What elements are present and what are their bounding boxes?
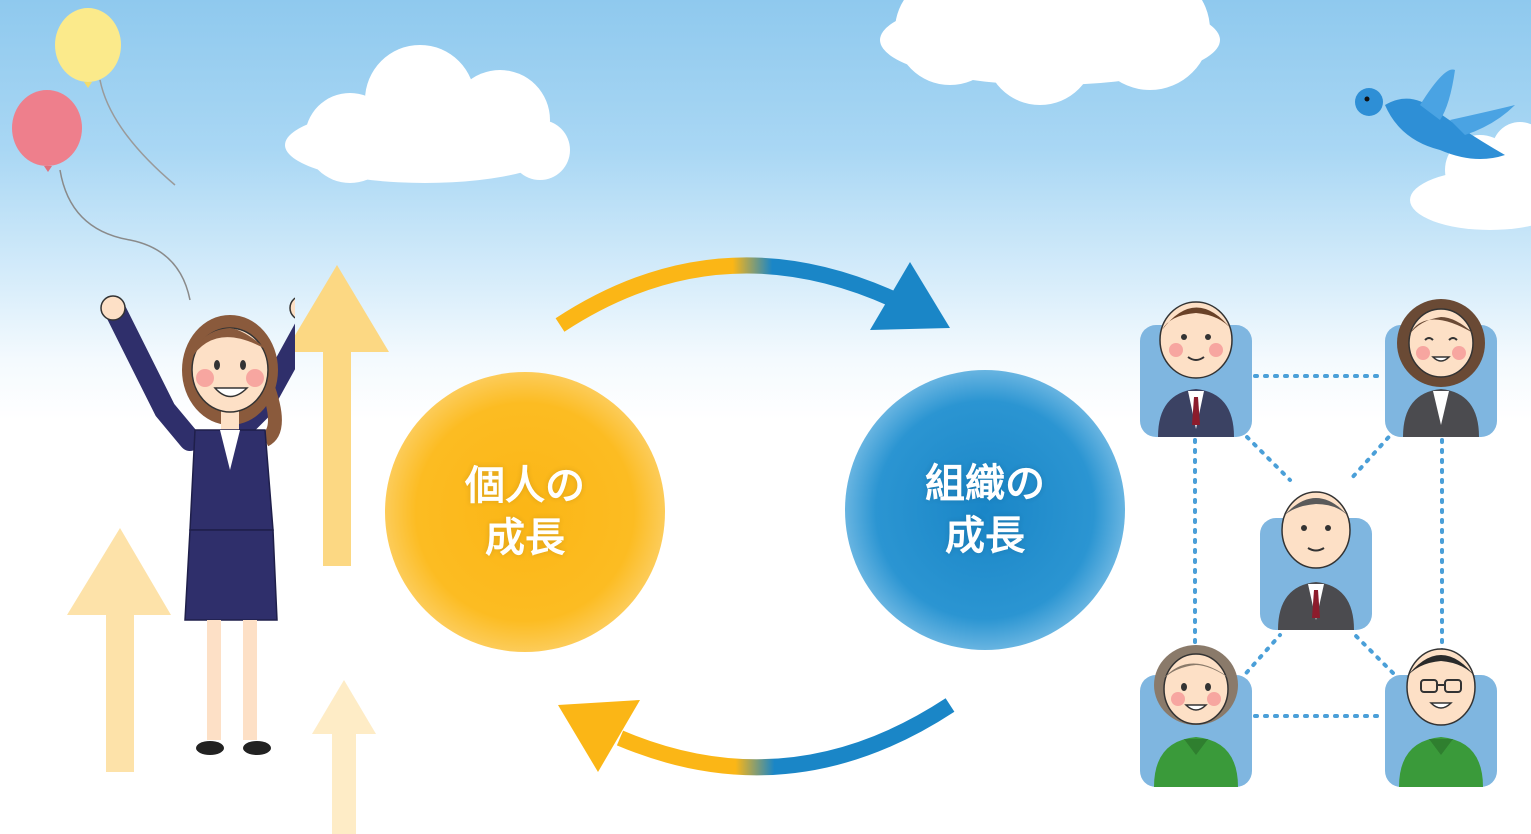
organization-growth-circle: 組織の 成長: [845, 370, 1125, 650]
fist-icon: [100, 295, 126, 321]
shoe-icon: [243, 741, 271, 755]
growth-arrow-icon: [67, 528, 171, 772]
growth-arrow-icon: [312, 680, 376, 834]
shoe-icon: [196, 741, 224, 755]
personal-growth-circle: 個人の 成長: [385, 372, 665, 652]
growth-arrow-icon: [285, 265, 389, 566]
balloons: [12, 8, 191, 301]
yellow-balloon-icon: [55, 8, 121, 82]
team-member-avatar: [1140, 301, 1252, 437]
growth-arrows: [67, 265, 389, 834]
arrow-to-organization: [555, 257, 899, 332]
arrow-to-personal: [616, 698, 955, 776]
personal-growth-line2: 成長: [485, 515, 565, 561]
team-member-avatar: [1385, 299, 1497, 437]
team-network: [1140, 299, 1497, 787]
bluebird-icon: [1355, 69, 1515, 159]
organization-growth-line1: 組織の: [925, 461, 1045, 507]
personal-growth-line1: 個人の: [465, 463, 585, 509]
pink-balloon-icon: [12, 90, 82, 166]
businesswoman-illustration: [100, 295, 295, 755]
organization-growth-line2: 成長: [945, 513, 1025, 559]
team-member-avatar: [1260, 491, 1372, 630]
arrowhead-right-icon: [870, 262, 950, 330]
network-links: [1193, 374, 1444, 718]
arrowhead-left-icon: [558, 700, 640, 772]
team-member-avatar: [1385, 648, 1497, 787]
team-member-avatar: [1140, 645, 1252, 787]
fist-icon: [289, 297, 295, 319]
